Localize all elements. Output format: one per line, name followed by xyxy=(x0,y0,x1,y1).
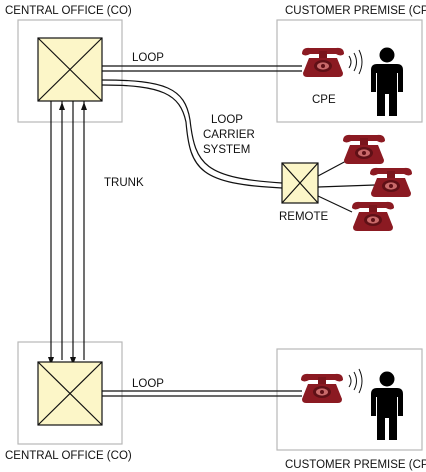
telephone-icon xyxy=(343,134,385,164)
loop-top-line xyxy=(102,65,302,72)
sound-waves-icon xyxy=(348,49,363,75)
switch-icon xyxy=(37,361,103,426)
cp-bottom-label: CUSTOMER PREMISE (CP) xyxy=(285,459,426,471)
sound-waves-icon xyxy=(348,368,363,394)
switch-icon xyxy=(37,37,103,102)
loop-bottom-label: LOOP xyxy=(132,378,164,390)
trunk-lines xyxy=(50,101,85,360)
cpe-label: CPE xyxy=(312,94,336,106)
telephone-icon xyxy=(352,201,394,231)
remote-switch-icon xyxy=(281,162,319,204)
loop-bottom-line xyxy=(102,390,302,397)
co-bottom-box xyxy=(17,341,123,445)
telephone-icon xyxy=(302,47,344,77)
loop-carrier-cable xyxy=(101,79,283,189)
person-icon xyxy=(371,371,403,440)
remote-lines xyxy=(317,159,376,213)
carrier-label-line3: SYSTEM xyxy=(203,144,250,156)
co-bottom-label: CENTRAL OFFICE (CO) xyxy=(5,450,132,462)
loop-top-label: LOOP xyxy=(132,52,164,64)
carrier-label-line1: LOOP xyxy=(211,114,243,126)
co-top-label: CENTRAL OFFICE (CO) xyxy=(5,5,132,17)
remote-label: REMOTE xyxy=(279,211,329,223)
cp-top-label: CUSTOMER PREMISE (CP) xyxy=(285,5,426,17)
trunk-arrowheads xyxy=(48,102,87,365)
carrier-label-line2: CARRIER xyxy=(203,129,255,141)
cp-bottom-box xyxy=(276,348,423,451)
person-icon xyxy=(371,47,403,116)
telephone-icon xyxy=(301,373,343,403)
telephone-icon xyxy=(370,167,412,197)
trunk-label: TRUNK xyxy=(104,177,144,189)
